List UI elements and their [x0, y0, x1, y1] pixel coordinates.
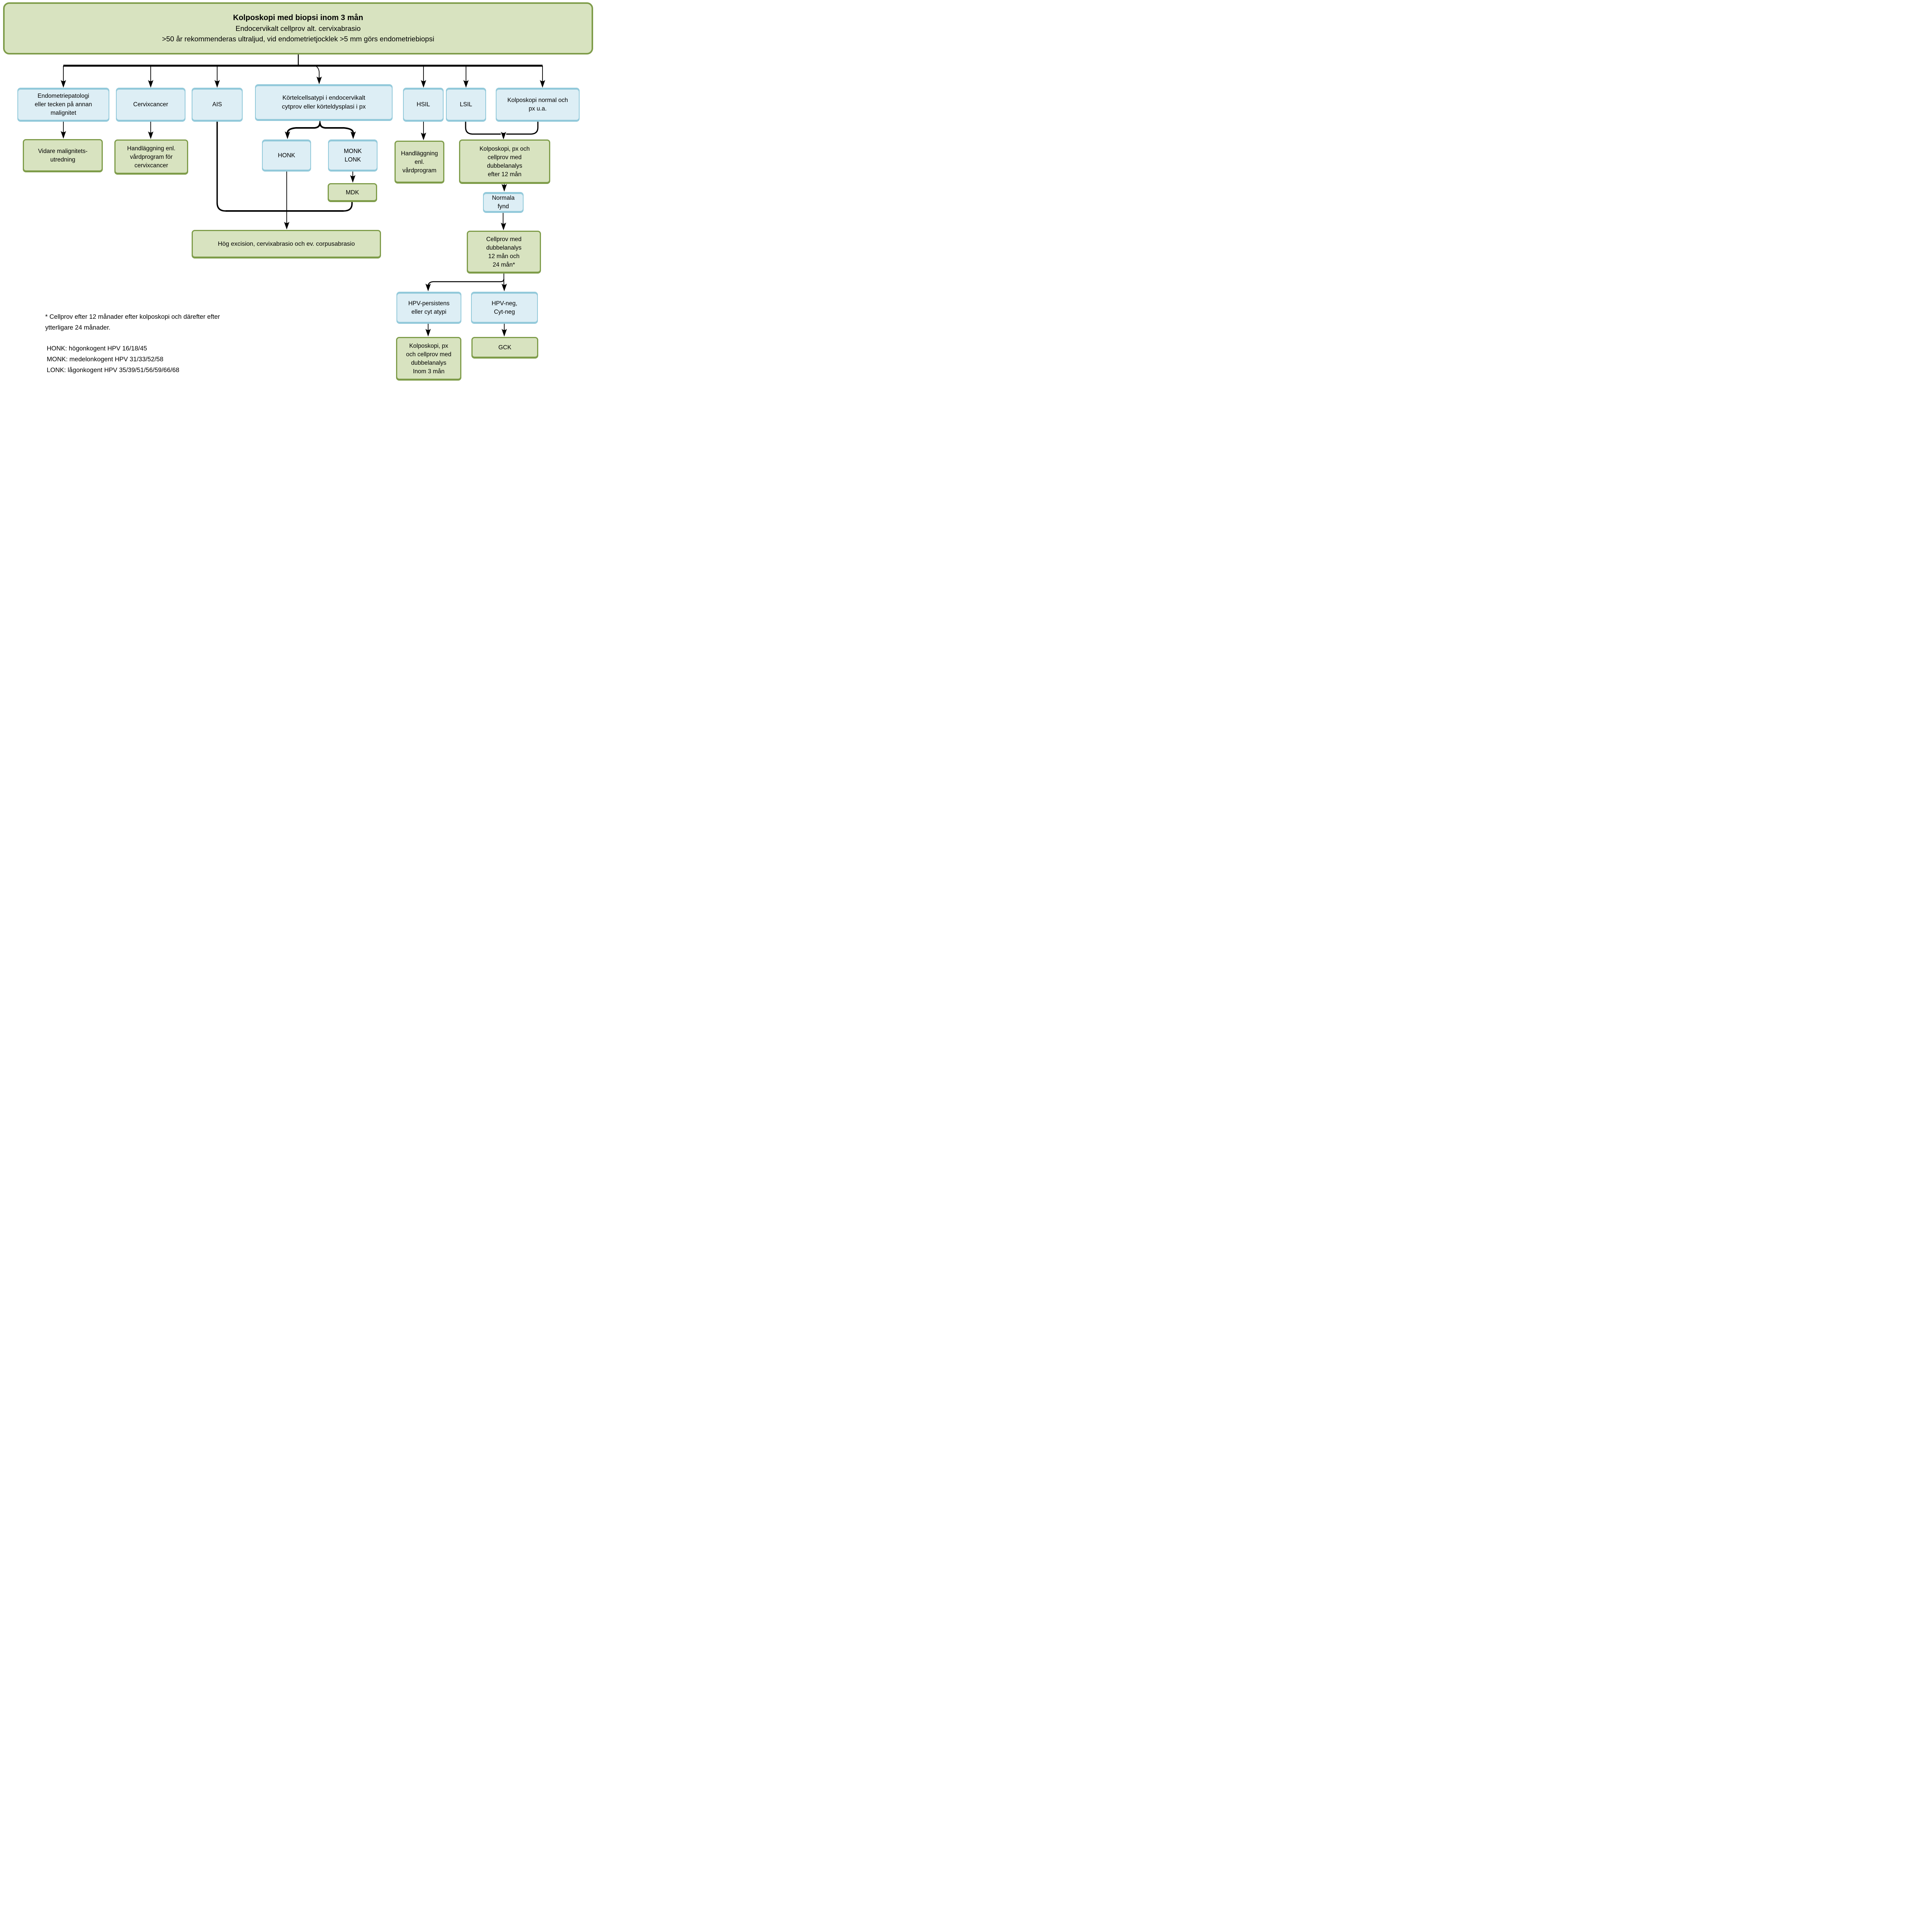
connector-lines: [63, 54, 543, 331]
arrowhead: [285, 131, 290, 139]
node-ais: AIS: [192, 88, 243, 122]
node-label: Handläggning enl. vårdprogram för cervix…: [127, 145, 175, 169]
node-hpv-persistens: HPV-persistens eller cyt atypi: [396, 292, 461, 324]
node-label: HONK: [278, 152, 295, 159]
arrowhead: [502, 329, 507, 337]
node-cellprov-12-24: Cellprov med dubbelanalys 12 mån och 24 …: [467, 231, 541, 274]
arrowhead: [61, 80, 66, 88]
node-honk: HONK: [262, 139, 311, 172]
node-vidare-malignitetsutredning: Vidare malignitets- utredning: [23, 139, 103, 172]
node-label: MDK: [345, 189, 359, 196]
arrowhead: [148, 80, 153, 88]
node-kolposkopi-inom-3: Kolposkopi, px och cellprov med dubbelan…: [396, 337, 461, 381]
arrowhead: [502, 184, 507, 192]
node-label: HPV-neg, Cyt-neg: [492, 300, 517, 315]
title-line3: >50 år rekommenderas ultraljud, vid endo…: [162, 35, 434, 43]
connector-arrowheads: [61, 77, 545, 337]
arrowhead: [425, 329, 431, 337]
line-kortel-right: [319, 122, 354, 133]
node-label: Endometriepatologi eller tecken på annan…: [34, 93, 92, 116]
node-normala-fynd: Normala fynd: [483, 192, 524, 213]
arrowhead: [316, 77, 322, 84]
node-monk-lonk: MONK LONK: [328, 139, 378, 172]
arrowhead: [425, 284, 431, 291]
node-label: Körtelcellsatypi i endocervikalt cytprov…: [282, 94, 366, 110]
arrowhead: [463, 80, 469, 88]
node-label: Kolposkopi, px och cellprov med dubbelan…: [479, 145, 530, 178]
arrowhead: [214, 80, 220, 88]
node-gck: GCK: [471, 337, 538, 359]
node-handlaggning-cervixcancer: Handläggning enl. vårdprogram för cervix…: [114, 139, 188, 175]
node-hsil: HSIL: [403, 88, 444, 122]
node-label: Hög excision, cervixabrasio och ev. corp…: [218, 240, 355, 247]
footnote-legend: HONK: högonkogent HPV 16/18/45 MONK: med…: [47, 345, 180, 374]
arrowhead: [148, 131, 153, 139]
arrowhead: [350, 131, 356, 139]
node-label: Cellprov med dubbelanalys 12 mån och 24 …: [486, 236, 522, 268]
node-label: HPV-persistens eller cyt atypi: [408, 300, 450, 315]
arrowhead: [61, 131, 66, 139]
node-label: AIS: [212, 101, 222, 108]
node-hog-excision: Hög excision, cervixabrasio och ev. corp…: [192, 230, 381, 258]
node-lsil: LSIL: [446, 88, 486, 122]
flowchart-canvas: Kolposkopi med biopsi inom 3 mån Endocer…: [0, 0, 596, 384]
arrowhead: [284, 222, 289, 230]
line-mdk-down: [343, 202, 353, 212]
title-box: Kolposkopi med biopsi inom 3 mån Endocer…: [3, 2, 593, 54]
arrowhead: [501, 132, 506, 139]
arrowhead: [502, 284, 507, 291]
node-kolposkopi-dubbelanalys-12: Kolposkopi, px och cellprov med dubbelan…: [459, 139, 550, 184]
arrowhead: [421, 133, 426, 140]
title-line2: Endocervikalt cellprov alt. cervixabrasi…: [235, 24, 361, 32]
node-label: GCK: [498, 344, 512, 351]
arrowhead: [540, 80, 545, 88]
arrowhead: [421, 80, 426, 88]
node-mdk: MDK: [328, 183, 377, 202]
arrowhead: [501, 223, 506, 230]
line-lsil-merge: [465, 122, 501, 135]
line-drop-kortelcellsatypi: [315, 65, 320, 78]
line-kortel-left: [287, 122, 321, 133]
node-cervixcancer: Cervixcancer: [116, 88, 185, 122]
node-label: Cervixcancer: [133, 101, 168, 108]
node-label: Normala fynd: [492, 195, 515, 210]
node-label: MONK LONK: [344, 148, 362, 163]
line-cellprov-left: [427, 279, 505, 287]
node-kolposkopi-normal: Kolposkopi normal och px u.a.: [496, 88, 580, 122]
title-line1: Kolposkopi med biopsi inom 3 mån: [233, 14, 363, 22]
node-label: Kolposkopi, px och cellprov med dubbelan…: [406, 342, 452, 375]
footnote-asterisk: * Cellprov efter 12 månader efter kolpos…: [45, 313, 220, 331]
node-kortelcellsatypi: Körtelcellsatypi i endocervikalt cytprov…: [255, 84, 393, 121]
node-label: HSIL: [417, 101, 430, 108]
node-label: LSIL: [460, 101, 472, 108]
node-handlaggning-vardprogram: Handläggning enl. vårdprogram: [395, 141, 444, 184]
node-hpv-neg: HPV-neg, Cyt-neg: [471, 292, 538, 324]
node-label: Kolposkopi normal och px u.a.: [507, 97, 568, 112]
connector-layer: [61, 54, 545, 337]
line-ais-down: [216, 122, 226, 212]
arrowhead: [350, 175, 355, 183]
node-label: Handläggning enl. vårdprogram: [401, 150, 438, 174]
node-endometriepatologi: Endometriepatologi eller tecken på annan…: [17, 88, 109, 122]
line-normal-merge: [506, 122, 539, 135]
node-label: Vidare malignitets- utredning: [38, 148, 88, 163]
